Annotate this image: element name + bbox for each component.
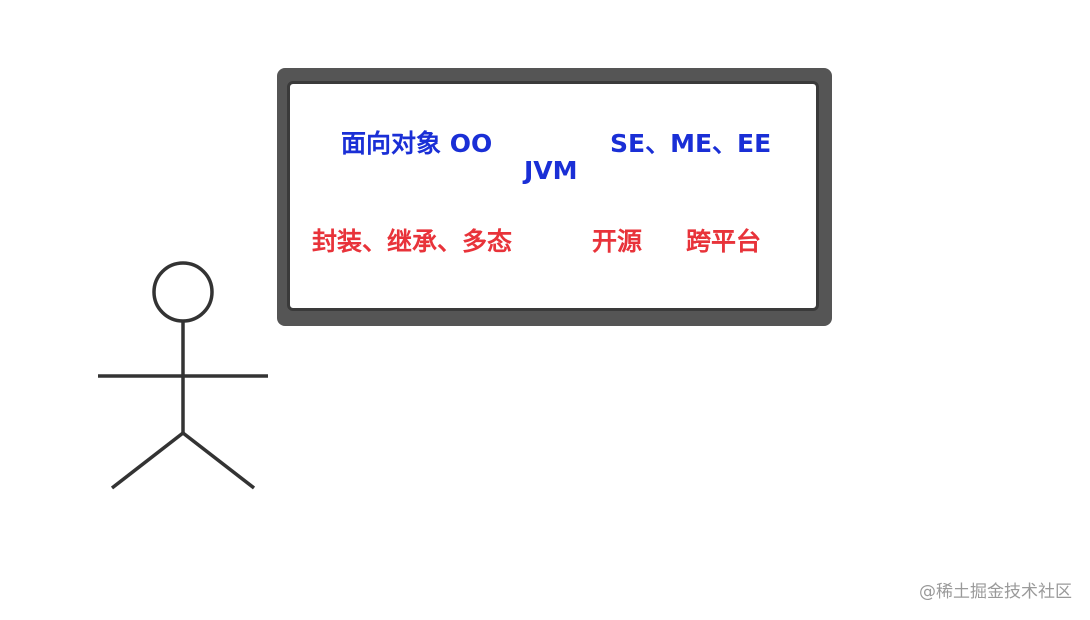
- watermark: @稀土掘金技术社区: [919, 582, 1072, 602]
- term-jvm: JVM: [524, 156, 578, 185]
- stick-figure-head: [152, 261, 214, 323]
- term-open-source: 开源: [592, 227, 643, 256]
- stick-figure-right-leg: [181, 431, 256, 490]
- term-cross-platform: 跨平台: [686, 227, 762, 256]
- term-oop: 面向对象 OO: [341, 129, 493, 158]
- stick-figure-left-leg: [110, 431, 185, 490]
- term-editions: SE、ME、EE: [610, 129, 772, 158]
- term-features: 封装、继承、多态: [312, 227, 513, 256]
- whiteboard-surface: [287, 81, 819, 311]
